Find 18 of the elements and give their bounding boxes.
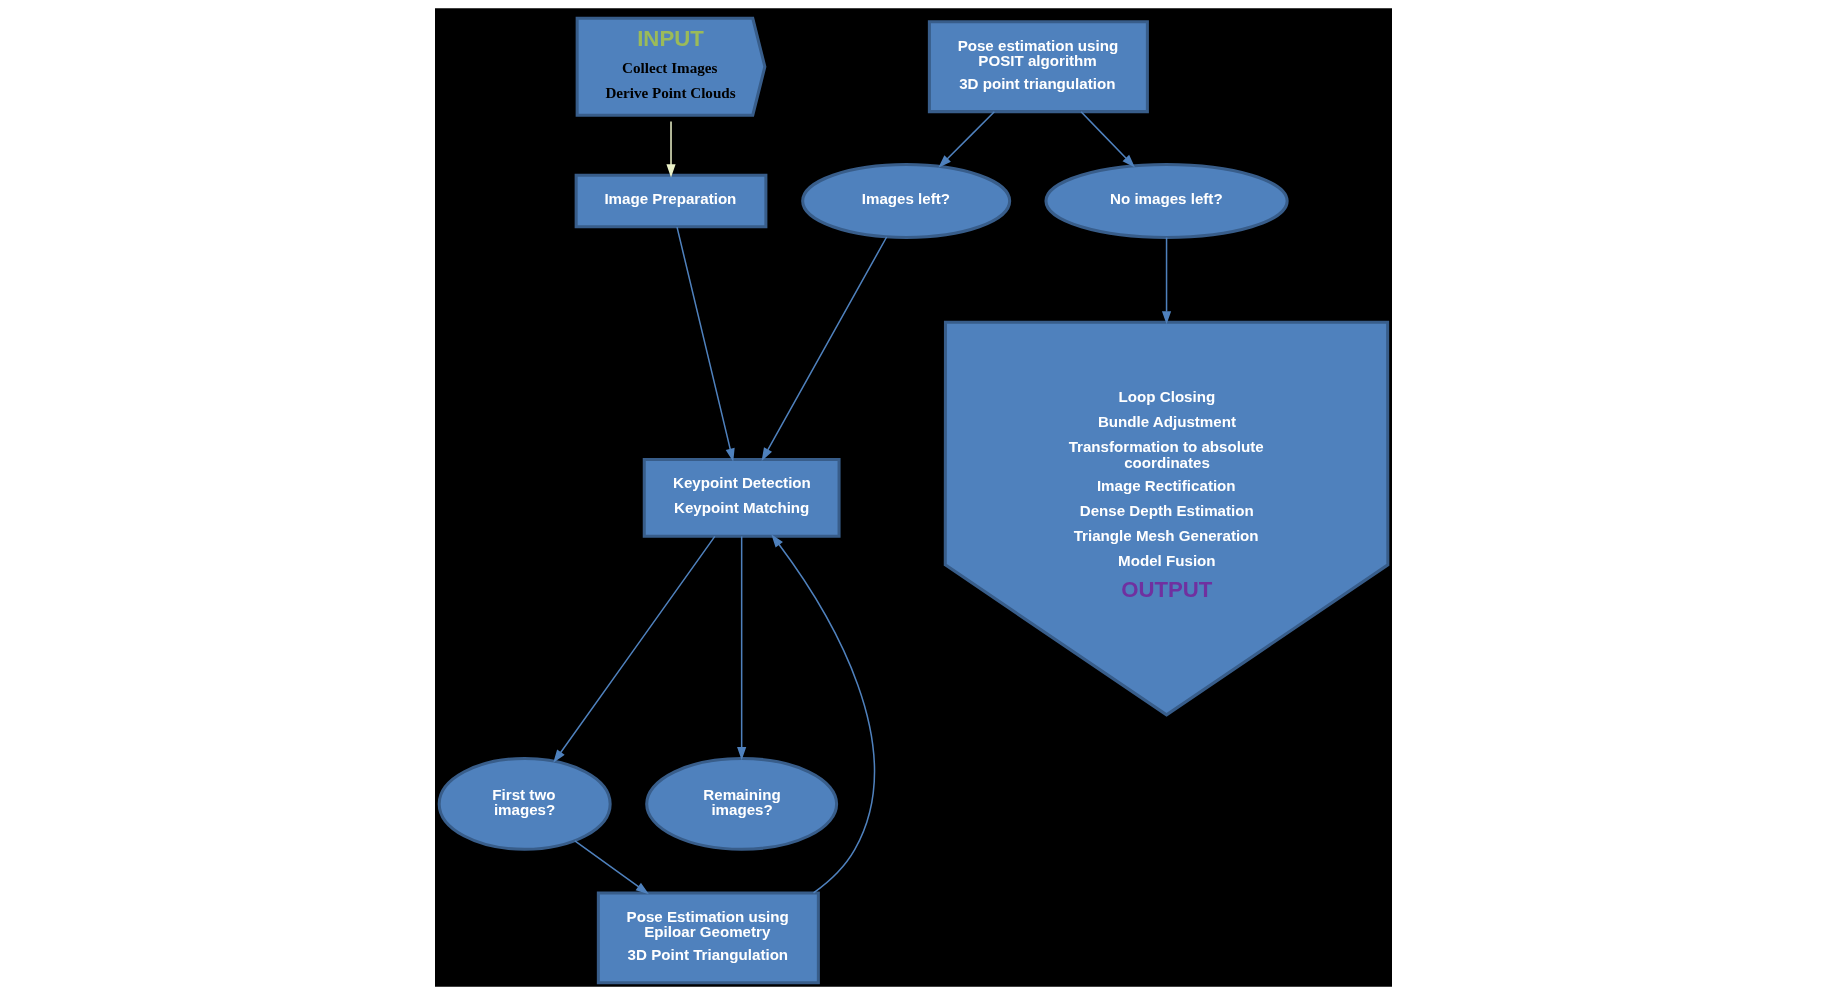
arrow [1079,111,1135,168]
arrow [736,535,746,761]
arrow [573,840,649,895]
arrow [937,111,995,168]
arrow [552,535,716,763]
node-ellipse: No images left? [1043,163,1289,239]
arrow [770,534,875,894]
node-ellipse: Remaining images? [644,756,838,851]
arrow [1161,236,1171,325]
node-ellipse: First two images? [437,756,612,851]
node-box: Keypoint Detection Keypoint Matching [642,457,841,538]
node-ellipse: Images left? [800,163,1011,239]
arrow [761,236,887,462]
node-box: Pose estimation using POSIT algorithm 3D point triangulation [927,20,1149,114]
arrow [675,226,735,462]
node-box: Pose Estimation using Epiloar Geometry 3D Point Triangulation [596,891,820,985]
arrow [665,120,676,178]
node-box: Image Preparation [574,173,767,229]
